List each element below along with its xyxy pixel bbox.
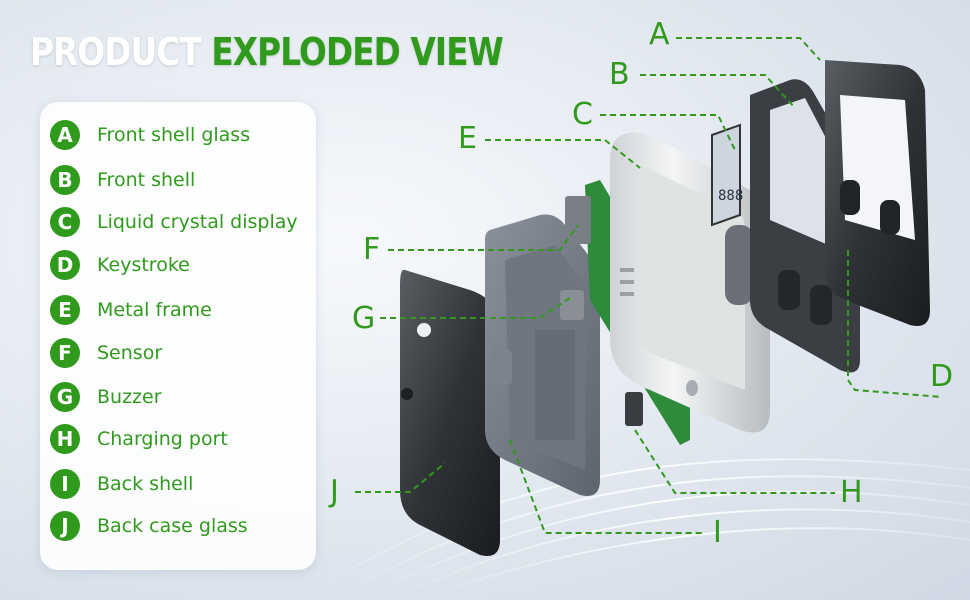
- title-part-exploded-view: EXPLODED VIEW: [211, 30, 503, 74]
- leader-i: [509, 439, 705, 534]
- legend-badge-f: F: [50, 338, 80, 368]
- leader-f: [388, 224, 579, 251]
- legend-badge-c: C: [50, 207, 80, 237]
- legend-badge-a: A: [50, 120, 80, 150]
- leader-h: [634, 429, 835, 494]
- leader-lines: [355, 37, 943, 534]
- legend-badge-d: D: [50, 250, 80, 280]
- callout-h: H: [840, 475, 863, 510]
- part-back-shell: [485, 214, 600, 496]
- legend-label-d: Keystroke: [97, 254, 190, 276]
- leader-d: [847, 250, 943, 398]
- callout-d: D: [930, 359, 954, 394]
- callout-f: F: [363, 232, 381, 267]
- callout-j: J: [330, 474, 339, 509]
- page-title: PRODUCT EXPLODED VIEW: [30, 30, 504, 74]
- legend-badge-i: I: [50, 469, 80, 499]
- legend-item-d: D Keystroke: [50, 249, 190, 281]
- legend-item-h: H Charging port: [50, 423, 228, 455]
- background-waves: [299, 458, 970, 600]
- leader-a: [676, 37, 821, 61]
- leader-g: [380, 297, 571, 319]
- legend-badge-e: E: [50, 295, 80, 325]
- leader-c: [600, 114, 736, 151]
- legend-label-h: Charging port: [97, 428, 228, 450]
- part-back-case-glass: [400, 269, 500, 556]
- lcd-digits: 888: [718, 188, 743, 204]
- legend-label-e: Metal frame: [97, 299, 212, 321]
- callout-b: B: [609, 57, 630, 92]
- legend-label-b: Front shell: [97, 169, 196, 191]
- legend-label-j: Back case glass: [97, 515, 248, 537]
- parts-legend: A Front shell glass B Front shell C Liqu…: [40, 102, 316, 570]
- legend-item-b: B Front shell: [50, 164, 195, 196]
- legend-item-g: G Buzzer: [50, 381, 162, 413]
- legend-item-j: J Back case glass: [50, 510, 248, 542]
- legend-label-i: Back shell: [97, 473, 194, 495]
- callout-g: G: [352, 301, 376, 336]
- part-buzzer: [560, 290, 584, 320]
- legend-item-i: I Back shell: [50, 468, 193, 500]
- legend-badge-h: H: [50, 424, 80, 454]
- legend-item-f: F Sensor: [50, 337, 162, 369]
- part-charging-port: [625, 392, 643, 426]
- callout-c: C: [572, 97, 593, 132]
- legend-item-e: E Metal frame: [50, 294, 212, 326]
- leader-b: [640, 74, 796, 109]
- legend-label-c: Liquid crystal display: [97, 211, 298, 233]
- part-liquid-crystal-display: 888: [711, 123, 743, 227]
- part-front-shell-glass: [825, 60, 930, 326]
- callout-e: E: [458, 121, 477, 156]
- part-sensor: [565, 196, 591, 244]
- legend-badge-j: J: [50, 511, 80, 541]
- legend-label-f: Sensor: [97, 342, 163, 364]
- legend-item-a: A Front shell glass: [50, 119, 250, 151]
- legend-label-g: Buzzer: [97, 386, 162, 408]
- leader-j: [355, 462, 446, 493]
- legend-badge-b: B: [50, 165, 80, 195]
- callout-i: I: [713, 515, 722, 550]
- leader-e: [485, 139, 641, 169]
- legend-badge-g: G: [50, 382, 80, 412]
- legend-item-c: C Liquid crystal display: [50, 206, 298, 238]
- callout-a: A: [649, 17, 670, 52]
- title-part-product: PRODUCT: [30, 30, 202, 74]
- legend-label-a: Front shell glass: [97, 124, 251, 146]
